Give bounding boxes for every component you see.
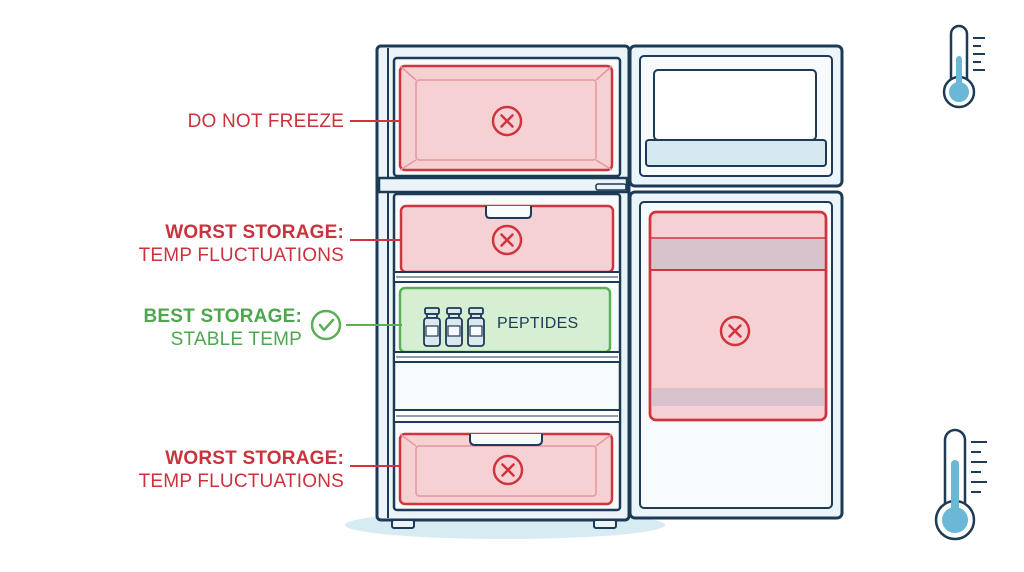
label-line: DO NOT FREEZE [187, 111, 344, 132]
label-line: STABLE TEMP [170, 329, 302, 350]
x-circle-icon [491, 224, 523, 256]
label-line: TEMP FLUCTUATIONS [138, 245, 344, 266]
thermometer-icon [934, 428, 987, 541]
check-circle-icon [310, 309, 342, 341]
x-circle-icon [492, 454, 524, 486]
freezer-zone [398, 64, 614, 172]
freezer-door [628, 44, 844, 188]
door-shelf-zone [648, 210, 828, 422]
label-line: TEMP FLUCTUATIONS [138, 471, 344, 492]
vial-icon [445, 307, 463, 347]
shelf [393, 409, 621, 423]
vial-icon [467, 307, 485, 347]
x-circle-icon [719, 315, 751, 347]
label-best-storage: BEST STORAGE: STABLE TEMP [144, 305, 303, 351]
label-line: BEST STORAGE: [143, 306, 302, 327]
label-line: WORST STORAGE: [165, 448, 344, 469]
shelf [393, 271, 621, 283]
label-worst-storage-top: WORST STORAGE: TEMP FLUCTUATIONS [139, 221, 344, 267]
label-worst-storage-bottom: WORST STORAGE: TEMP FLUCTUATIONS [139, 447, 344, 493]
shelf [393, 351, 621, 363]
x-circle-icon [491, 105, 523, 137]
thermometer-icon [942, 24, 985, 109]
peptides-label: PEPTIDES [497, 315, 579, 332]
label-do-not-freeze: DO NOT FREEZE [188, 110, 344, 133]
label-line: WORST STORAGE: [165, 222, 344, 243]
vial-icon [423, 307, 441, 347]
